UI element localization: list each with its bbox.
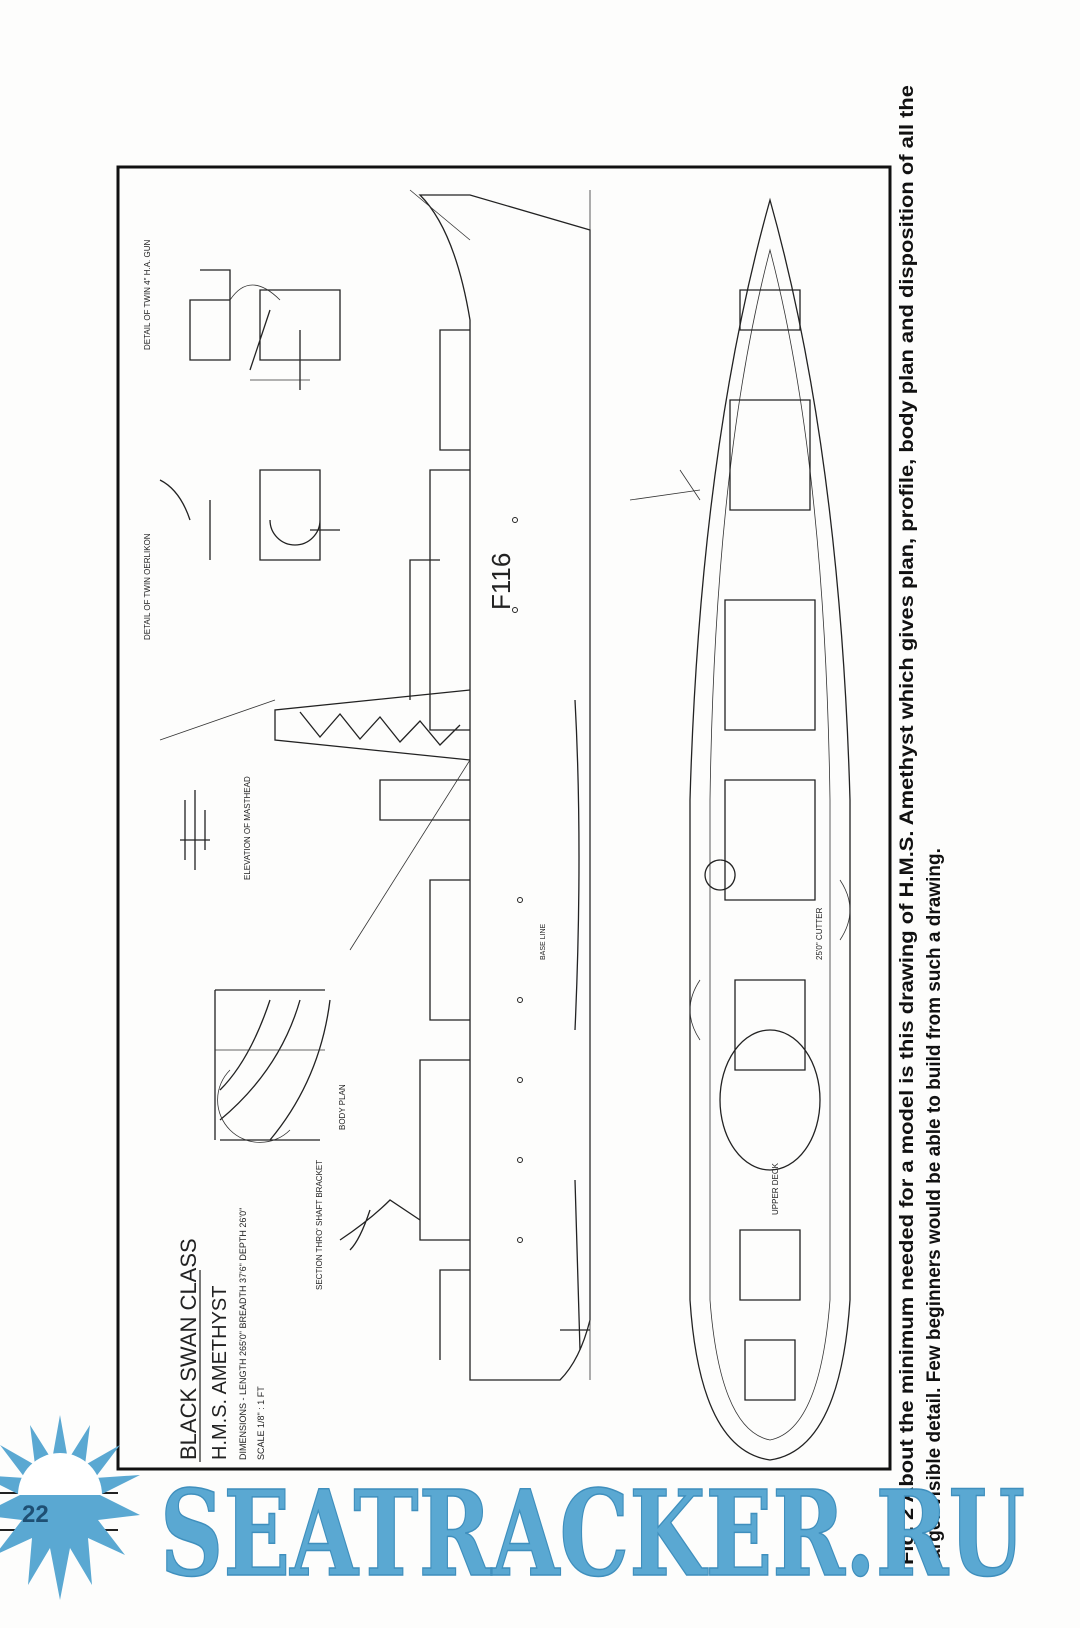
page-number: 22	[22, 1501, 49, 1528]
svg-text:ELEVATION OF MASTHEAD: ELEVATION OF MASTHEAD	[243, 776, 252, 880]
ship-profile: F116 BASE LINE	[159, 189, 591, 1381]
shaft-bracket-section: SECTION THRO' SHAFT BRACKET	[315, 1160, 421, 1290]
watermark-logo: SEATRACKER.RU	[0, 1415, 1026, 1604]
sun-icon	[0, 1415, 140, 1600]
figure-caption: Fig. 2 About the minimum needed for a mo…	[897, 85, 945, 1565]
caption-line-1: Fig. 2 About the minimum needed for a mo…	[897, 85, 918, 1565]
svg-text:SECTION THRO' SHAFT BRACKET: SECTION THRO' SHAFT BRACKET	[315, 1160, 324, 1290]
dimensions: DIMENSIONS - LENGTH 265'0" BREADTH 37'6"…	[238, 1208, 248, 1460]
masthead-detail: ELEVATION OF MASTHEAD	[180, 776, 252, 880]
svg-text:BODY PLAN: BODY PLAN	[338, 1084, 347, 1130]
svg-text:UPPER DECK: UPPER DECK	[771, 1162, 780, 1215]
ship-name: H.M.S. AMETHYST	[209, 1286, 231, 1460]
pennant-number: F116	[486, 553, 516, 610]
svg-text:25'0" CUTTER: 25'0" CUTTER	[815, 907, 824, 960]
class-title: BLACK SWAN CLASS	[176, 1238, 201, 1460]
svg-text:DETAIL OF TWIN 4" H.A. GUN: DETAIL OF TWIN 4" H.A. GUN	[143, 240, 152, 350]
watermark-text: SEATRACKER.RU	[160, 1464, 1025, 1603]
drawing-frame	[116, 165, 892, 1471]
svg-text:BASE LINE: BASE LINE	[540, 923, 547, 960]
body-plan: BODY PLAN	[214, 989, 347, 1143]
scale: SCALE 1/8" : 1 FT	[256, 1386, 266, 1460]
title-block: BLACK SWAN CLASS H.M.S. AMETHYST DIMENSI…	[176, 1208, 266, 1462]
oerlikon-detail: DETAIL OF TWIN OERLIKON	[143, 469, 340, 640]
ship-plan: UPPER DECK 25'0" CUTTER	[629, 197, 851, 1461]
caption-line-2: larger visible detail. Few beginners wou…	[924, 848, 945, 1565]
svg-text:DETAIL OF TWIN OERLIKON: DETAIL OF TWIN OERLIKON	[143, 533, 152, 640]
gun-detail: DETAIL OF TWIN 4" H.A. GUN	[143, 240, 341, 390]
